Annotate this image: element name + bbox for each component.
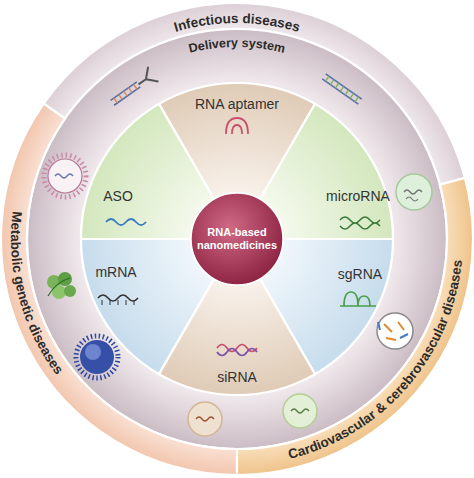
liposome-highlight: [85, 344, 101, 360]
rna-type-label: sgRNA: [338, 266, 382, 282]
center-circle: RNA-based nanomedicines: [191, 193, 283, 285]
liposome-spikes: [76, 336, 118, 378]
cluster-bead: [52, 285, 66, 299]
aso-icon: [106, 219, 146, 225]
cargo-rna: [404, 190, 422, 194]
particle-shell: [48, 159, 82, 193]
mrna-icon: [98, 295, 138, 301]
sirna-strand: [217, 349, 257, 356]
ligand-marks: [378, 322, 408, 338]
cluster-bead: [47, 275, 61, 289]
antibody-symbol: [133, 67, 158, 92]
base-pairs: [326, 76, 359, 102]
particle-shell: [396, 174, 432, 210]
rna-ladder: [322, 74, 361, 104]
mrna-bases: [102, 300, 134, 305]
exosome: [188, 402, 222, 436]
particle-spikes: [44, 155, 86, 197]
cargo-rna: [196, 417, 214, 421]
vesicle-shell: [283, 394, 317, 428]
base-pairs: [114, 84, 137, 103]
cluster-bead: [64, 285, 76, 297]
disease-label: Cardiovascular & cerebrovascular disease…: [286, 259, 465, 462]
sgrna-icon: [340, 292, 376, 306]
center-circle-shape: [191, 193, 283, 285]
aptamer-icon: [226, 118, 248, 134]
rna-type-sector-shape: [260, 104, 393, 239]
rna-strand: [111, 82, 141, 105]
aptamer-antibody-conjugate: [107, 67, 158, 110]
rna-type-label: microRNA: [326, 188, 390, 204]
liposome-shell: [80, 340, 114, 374]
cluster-strand: [48, 278, 70, 296]
targeted-nanoparticle: [377, 313, 413, 349]
cargo-rna: [55, 174, 73, 178]
microrna-icon: [340, 217, 380, 229]
rna-type-label: ASO: [103, 188, 133, 204]
liposome: [76, 336, 118, 378]
rna-type-label: RNA aptamer: [195, 96, 279, 112]
lipid-nanoparticle: [44, 155, 86, 197]
rna-type-label: siRNA: [217, 369, 257, 385]
cargo-rna: [291, 409, 309, 413]
disease-band-shape: [1, 104, 237, 475]
nanovesicle: [283, 394, 317, 428]
disease-band-shape: [237, 178, 473, 475]
cluster-bead: [58, 272, 72, 286]
rna-type-sector-shape: [159, 279, 315, 395]
rna-type-label: mRNA: [95, 264, 136, 280]
ring-label: Delivery system: [187, 36, 286, 56]
center-label: RNA-based nanomedicines: [194, 226, 280, 252]
disease-label: Metabolic genetic diseases: [8, 211, 66, 377]
exosome-shell: [188, 402, 222, 436]
cargo-rna: [406, 197, 418, 201]
ligand-marks: [384, 322, 404, 340]
particle-shell: [377, 313, 413, 349]
rna-type-sector-shape: [81, 104, 214, 239]
polymer-nanoparticle: [396, 174, 432, 210]
rna-strand: [322, 74, 361, 104]
sirna-strand: [217, 345, 257, 352]
polymer-cluster: [47, 272, 76, 299]
delivery-ring-shape: [27, 29, 447, 449]
